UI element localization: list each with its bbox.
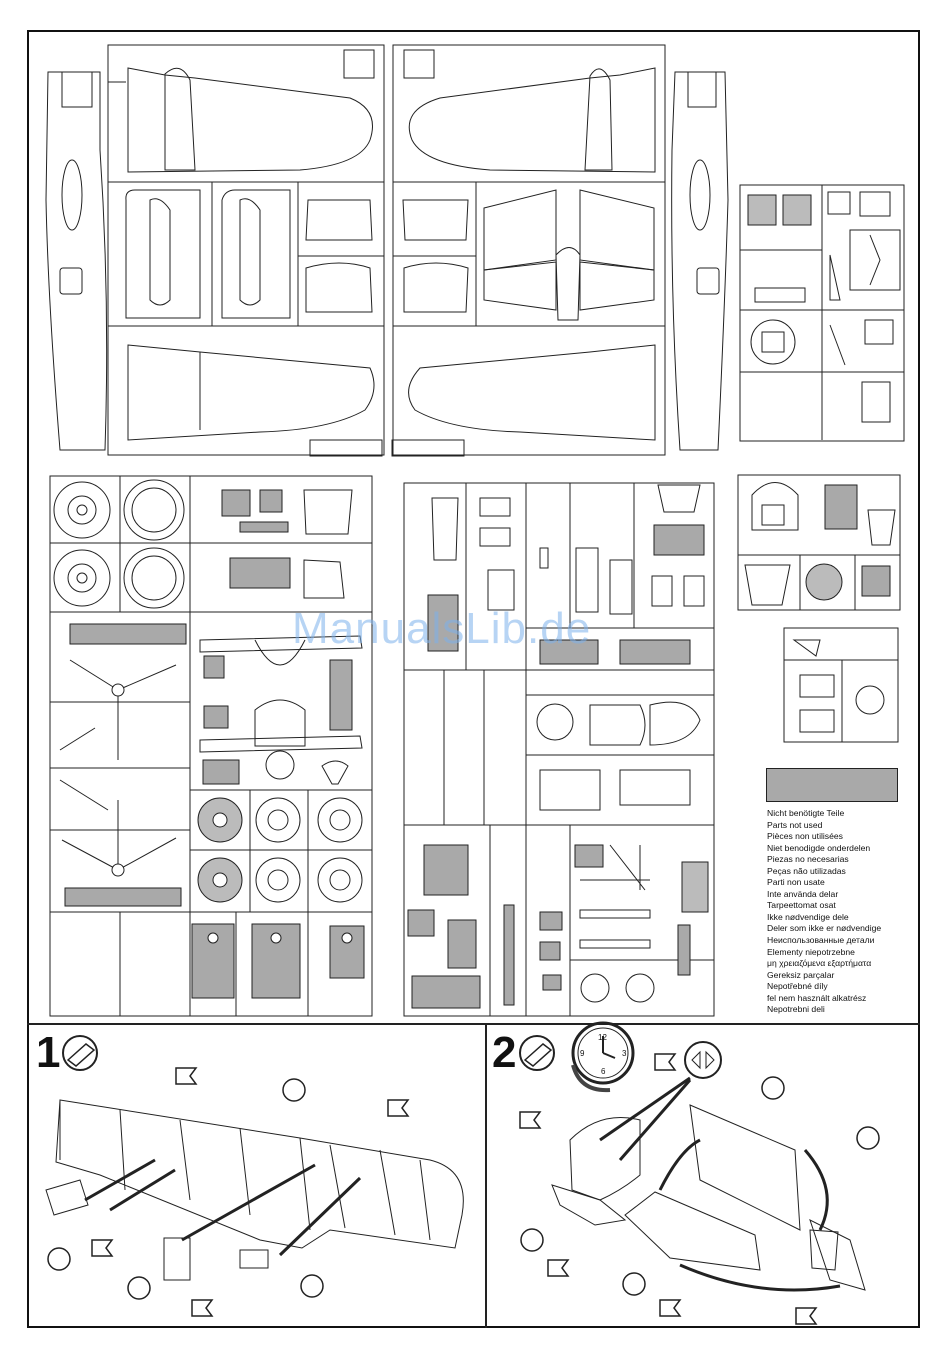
legend-item: Inte använda delar <box>767 888 839 899</box>
legend-item: Nepotřebné díly <box>767 981 828 992</box>
step-1-callouts <box>47 1067 410 1317</box>
step-2-callouts <box>519 1053 880 1325</box>
legend-item: Ikke nødvendige dele <box>767 911 849 922</box>
clock-icon <box>571 1021 635 1093</box>
legend-item: Parti non usate <box>767 877 825 888</box>
legend-item: Gereksiz parçalar <box>767 969 835 980</box>
step-2-number: 2 <box>492 1028 517 1077</box>
sprue-b <box>391 44 666 457</box>
legend-item: Peças não utilizadas <box>767 865 846 876</box>
watermark: ManualsLib.de <box>292 604 592 653</box>
legend-item: Tarpeettomat osat <box>767 900 836 911</box>
legend-item: Niet benodigde onderdelen <box>767 842 871 853</box>
clock-numeral-9: 9 <box>580 1049 585 1058</box>
legend-item: Nepotrebni deli <box>767 1004 825 1015</box>
sprue-d <box>49 475 373 1017</box>
clock-numeral-12: 12 <box>598 1033 607 1042</box>
sprue-e <box>403 482 715 1017</box>
legend-item: μη χρειαζόμενα εξαρτήματα <box>767 958 872 969</box>
clock-numeral-6: 6 <box>601 1067 606 1076</box>
legend-item: fel nem használt alkatrész <box>767 992 867 1003</box>
fuselage-half-right <box>671 71 729 451</box>
legend-item: Неиспользованные детали <box>767 935 875 946</box>
sprue-f <box>737 474 901 611</box>
legend-item: Elementy niepotrzebne <box>767 946 855 957</box>
repeat-arrows-icon <box>684 1041 722 1079</box>
step-1-number: 1 <box>36 1028 61 1077</box>
legend-item: Pièces non utilisées <box>767 831 843 842</box>
sprue-a <box>107 44 385 457</box>
clock-numeral-3: 3 <box>622 1049 627 1058</box>
step-2-assembly <box>551 1076 866 1292</box>
sprue-g <box>783 627 899 743</box>
legend-item: Deler som ikke er nødvendige <box>767 923 882 934</box>
fuselage-half-left <box>45 71 126 451</box>
legend-item: Nicht benötigte Teile <box>767 808 845 818</box>
glue-tube-icon <box>62 1035 98 1071</box>
parts-not-used-legend: Nicht benötigte Teile Parts not used Piè… <box>767 808 881 1016</box>
step-1-assembly <box>45 1099 464 1281</box>
legend-item: Piezas no necesarias <box>767 854 849 865</box>
sprue-c <box>739 184 905 442</box>
parts-not-used-swatch <box>766 768 898 802</box>
glue-tube-icon <box>519 1035 555 1071</box>
legend-item: Parts not used <box>767 819 823 830</box>
page-frame <box>27 30 920 1328</box>
